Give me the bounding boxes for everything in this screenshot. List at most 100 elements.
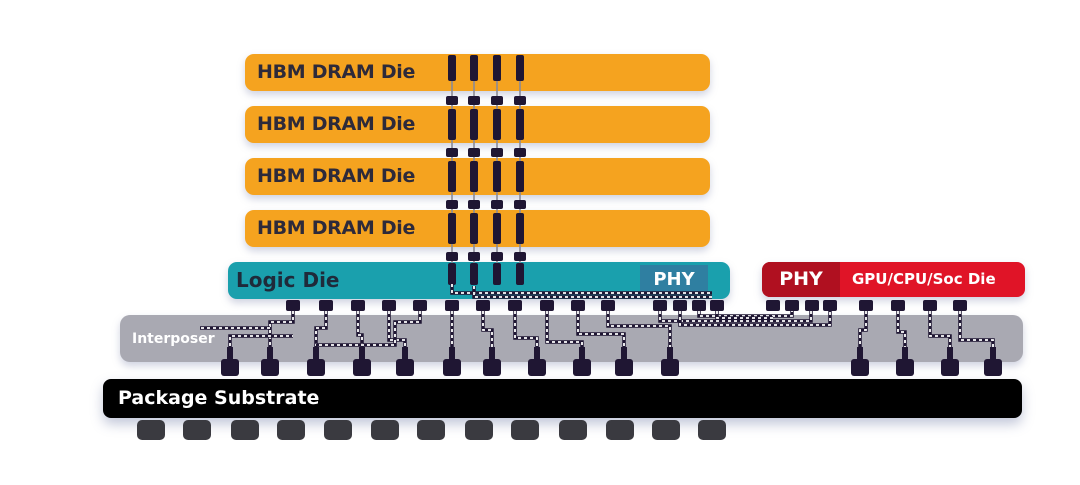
interposer-label: Interposer — [132, 331, 215, 347]
solder-ball — [183, 420, 211, 440]
gpu-die-phy: PHY — [762, 262, 840, 297]
c4-post — [449, 347, 455, 359]
micro-bump — [446, 96, 458, 105]
c4-post — [227, 347, 233, 359]
c4-bump — [615, 359, 633, 376]
micro-bump — [491, 200, 503, 209]
micro-bump — [514, 148, 526, 157]
interposer-wire-dash — [514, 311, 538, 352]
logic-die-label: Logic Die — [236, 268, 340, 292]
c4-post — [267, 347, 273, 359]
solder-ball — [698, 420, 726, 440]
tsv-segment — [448, 161, 456, 192]
interposer-wire-dash — [546, 311, 583, 352]
solder-ball — [465, 420, 493, 440]
interposer-wire-dash — [659, 311, 812, 322]
c4-bump — [661, 359, 679, 376]
micro-bump — [785, 300, 799, 311]
c4-post — [990, 347, 996, 359]
dram-die-label: HBM DRAM Die — [257, 61, 416, 83]
micro-bump — [508, 300, 522, 311]
interposer-wire — [958, 311, 995, 352]
interposer-wire-dash — [482, 311, 493, 352]
tsv-segment — [448, 263, 456, 285]
tsv-segment — [493, 55, 501, 81]
interposer-wire — [228, 334, 293, 352]
solder-ball — [652, 420, 680, 440]
c4-bump — [261, 359, 279, 376]
interposer-wire — [513, 311, 539, 352]
tsv-segment — [516, 109, 524, 140]
interposer-wire-dash — [577, 311, 625, 352]
c4-bump — [396, 359, 414, 376]
c4-post — [621, 347, 627, 359]
phy-wire-dash — [451, 284, 712, 294]
c4-bump — [307, 359, 325, 376]
tsv-segment — [470, 55, 478, 81]
c4-post — [667, 347, 673, 359]
micro-bump — [766, 300, 780, 311]
dram-die-label: HBM DRAM Die — [257, 113, 416, 135]
micro-bump — [468, 200, 480, 209]
logic-die-phy: PHY — [640, 265, 708, 293]
interposer-wire-dash — [716, 311, 773, 319]
c4-post — [359, 347, 365, 359]
c4-post — [534, 347, 540, 359]
micro-bump — [891, 300, 905, 311]
micro-bump — [351, 300, 365, 311]
tsv-segment — [493, 213, 501, 244]
interposer-wire — [576, 311, 626, 352]
micro-bump — [540, 300, 554, 311]
interposer-wire-dash — [679, 311, 831, 326]
dram-die-label: HBM DRAM Die — [257, 165, 416, 187]
micro-bump — [491, 252, 503, 261]
c4-post — [857, 347, 863, 359]
solder-ball — [324, 420, 352, 440]
dram-die-label: HBM DRAM Die — [257, 217, 416, 239]
interposer-wire — [928, 311, 952, 352]
solder-ball — [371, 420, 399, 440]
tsv-segment — [448, 55, 456, 81]
c4-bump — [851, 359, 869, 376]
micro-bump — [514, 200, 526, 209]
tsv-segment — [448, 109, 456, 140]
solder-ball — [606, 420, 634, 440]
package-substrate: Package Substrate — [103, 379, 1022, 418]
gpu-die-label: GPU/CPU/Soc Die — [852, 270, 996, 288]
micro-bump — [692, 300, 706, 311]
phy-wire-dash — [473, 286, 712, 298]
c4-bump — [896, 359, 914, 376]
interposer-wire-dash — [315, 311, 421, 346]
tsv-segment — [516, 55, 524, 81]
interposer-wire-dash — [929, 311, 951, 352]
phy-wire — [450, 284, 712, 295]
c4-bump — [941, 359, 959, 376]
micro-bump — [446, 200, 458, 209]
micro-bump — [923, 300, 937, 311]
micro-bump — [413, 300, 427, 311]
tsv-segment — [470, 263, 478, 285]
micro-bump — [445, 300, 459, 311]
c4-bump — [221, 359, 239, 376]
micro-bump — [514, 252, 526, 261]
micro-bump — [468, 148, 480, 157]
tsv-segment — [516, 213, 524, 244]
micro-bump — [805, 300, 819, 311]
tsv-segment — [516, 263, 524, 285]
micro-bump — [653, 300, 667, 311]
c4-post — [489, 347, 495, 359]
interposer-wire-dash — [388, 311, 406, 352]
tsv-segment — [470, 109, 478, 140]
tsv-segment — [516, 161, 524, 192]
micro-bump — [468, 96, 480, 105]
micro-bump — [491, 96, 503, 105]
c4-post — [579, 347, 585, 359]
tsv-segment — [493, 263, 501, 285]
interposer-wire-dash — [897, 311, 906, 352]
interposer-wire-dash — [959, 311, 994, 352]
c4-bump — [573, 359, 591, 376]
micro-bump — [468, 252, 480, 261]
micro-bump — [953, 300, 967, 311]
